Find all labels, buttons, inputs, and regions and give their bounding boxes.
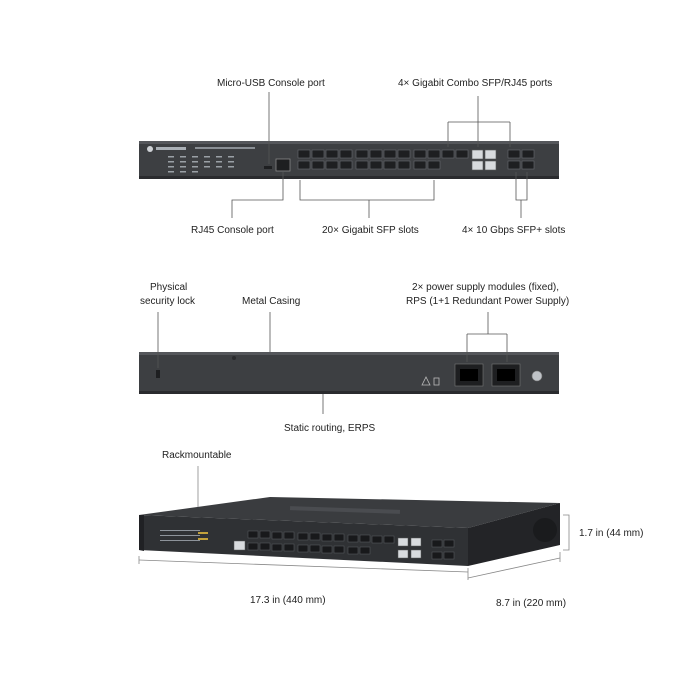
ground-screw-icon bbox=[531, 370, 543, 382]
rear-leader-lines bbox=[157, 312, 508, 414]
label-security-lock-line2: security lock bbox=[140, 296, 196, 307]
iso-led-panel bbox=[160, 530, 208, 541]
status-led-panel bbox=[168, 156, 234, 173]
security-lock-slot bbox=[156, 370, 160, 378]
label-width-dimension: 17.3 in (440 mm) bbox=[250, 595, 326, 606]
brand-logo-icon bbox=[147, 146, 186, 152]
dimension-lines bbox=[138, 466, 570, 580]
iso-rj45-ports bbox=[233, 537, 422, 559]
switch-rear-view bbox=[139, 352, 559, 394]
sfp-plus-slots bbox=[507, 149, 535, 170]
rj45-console-port bbox=[275, 158, 291, 172]
sfp-slot-block bbox=[297, 149, 469, 170]
switch-front-view bbox=[139, 141, 559, 179]
iso-sfp-slots bbox=[247, 530, 455, 560]
label-sfp-plus-slots: 4× 10 Gbps SFP+ slots bbox=[462, 225, 566, 236]
label-static-routing: Static routing, ERPS bbox=[284, 423, 376, 434]
combo-rj45-ports bbox=[471, 149, 497, 171]
label-rj45-console-port: RJ45 Console port bbox=[191, 225, 274, 236]
label-rackmountable: Rackmountable bbox=[162, 450, 232, 461]
label-sfp-slots: 20× Gigabit SFP slots bbox=[322, 225, 419, 236]
label-power-line2: RPS (1+1 Redundant Power Supply) bbox=[406, 296, 570, 307]
label-power-line1: 2× power supply modules (fixed), bbox=[412, 282, 560, 293]
label-security-lock-line1: Physical bbox=[150, 282, 188, 293]
label-micro-usb-console-port: Micro-USB Console port bbox=[217, 78, 325, 89]
warning-icon bbox=[421, 376, 431, 386]
power-inlet-2 bbox=[491, 363, 521, 387]
power-inlet-1 bbox=[454, 363, 484, 387]
front-leader-lines bbox=[231, 92, 528, 218]
label-depth-dimension: 8.7 in (220 mm) bbox=[496, 598, 567, 609]
switch-isometric-view bbox=[139, 497, 560, 566]
label-combo-ports: 4× Gigabit Combo SFP/RJ45 ports bbox=[398, 78, 553, 89]
label-height-dimension: 1.7 in (44 mm) bbox=[579, 528, 644, 539]
label-metal-casing: Metal Casing bbox=[242, 296, 301, 307]
micro-usb-port bbox=[264, 166, 272, 169]
